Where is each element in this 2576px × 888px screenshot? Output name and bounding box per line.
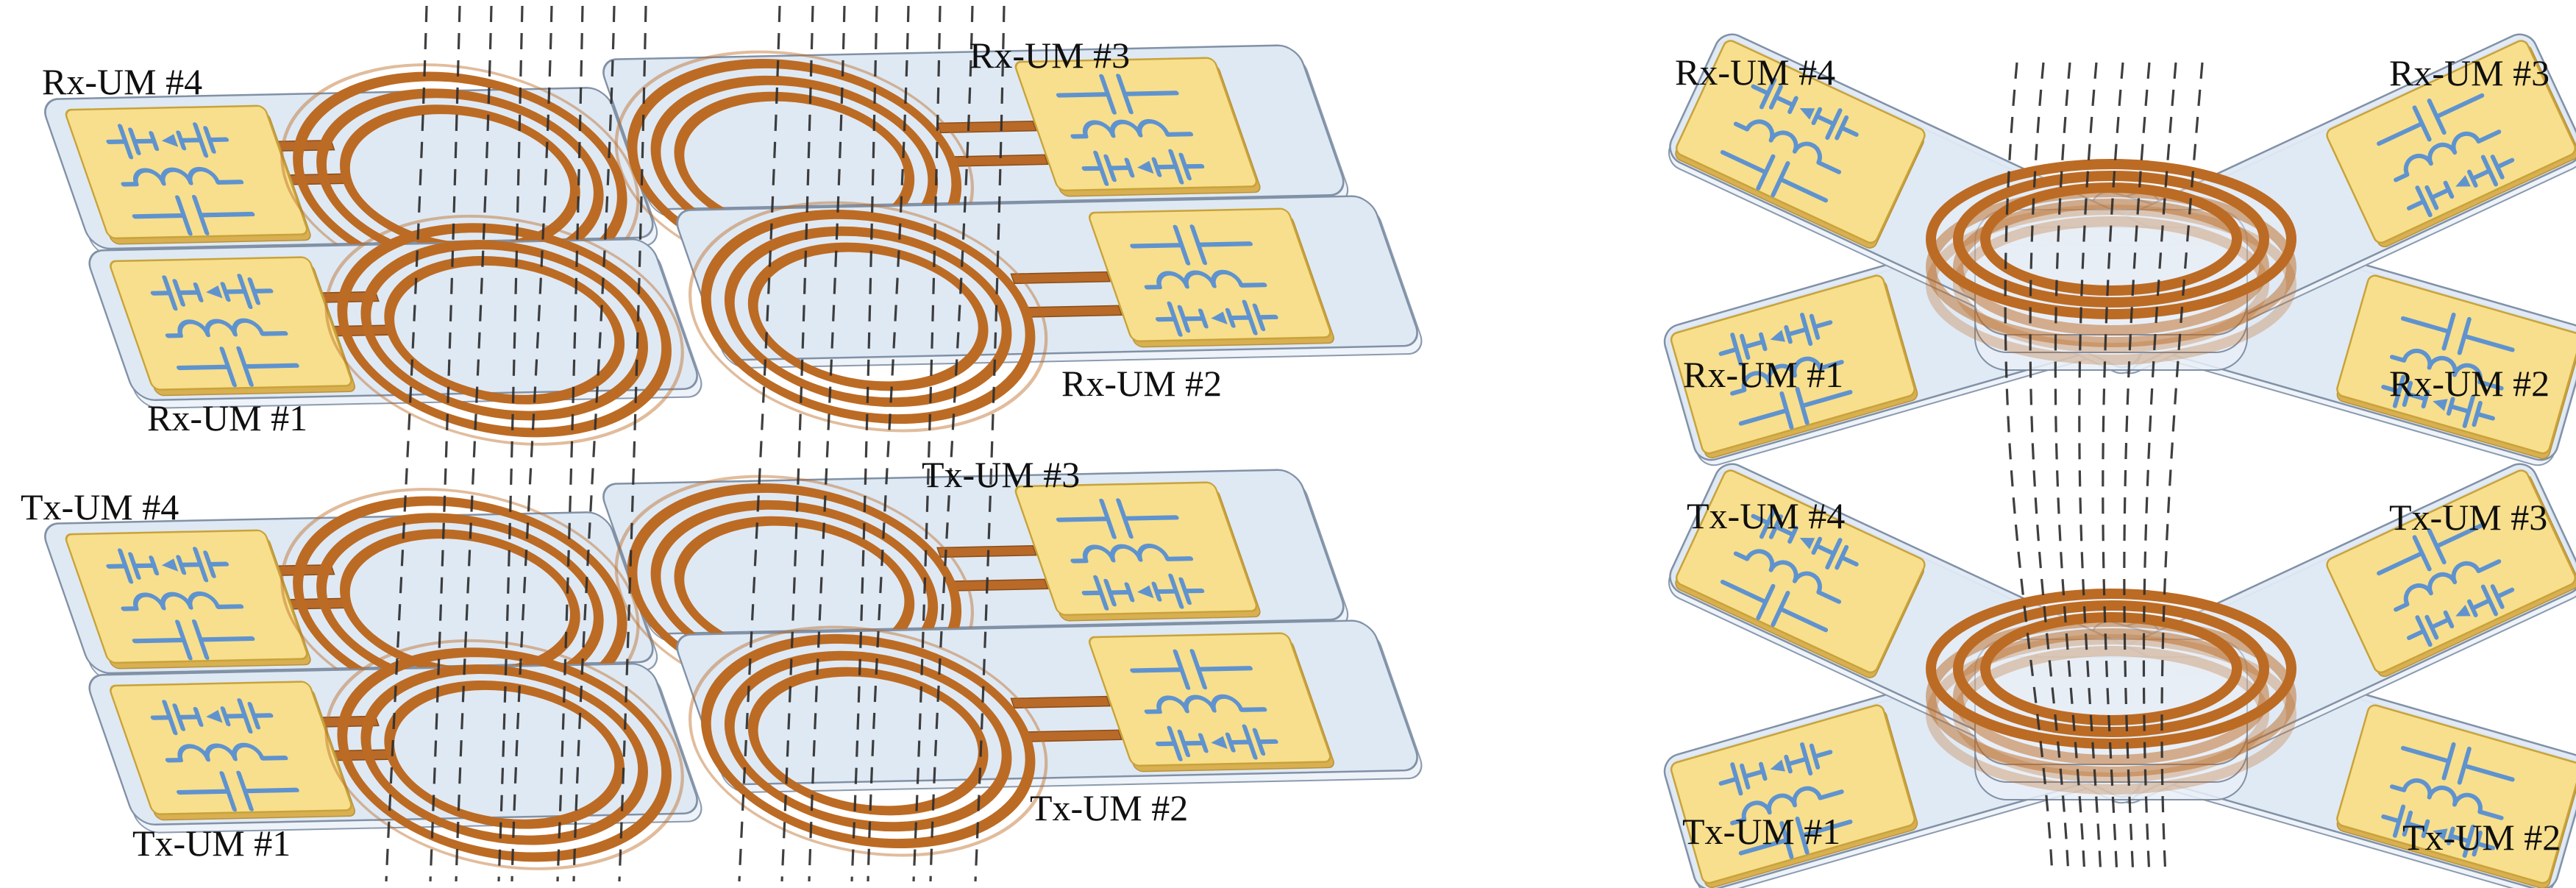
- label-rx-um-4: Rx-UM #4: [42, 61, 202, 102]
- figure-right-pinwheel: Rx-UM #4 Rx-UM #3 Rx-UM #1 Rx-UM #2 Tx-U…: [1660, 29, 2576, 888]
- label-rx-um-2: Rx-UM #2: [2389, 363, 2550, 404]
- rx-central-coil: [1931, 164, 2291, 370]
- figure-left-labels: Rx-UM #4 Rx-UM #3 Rx-UM #1 Rx-UM #2 Tx-U…: [21, 35, 1222, 864]
- flux-lines-center: [2004, 62, 2204, 876]
- flux-lines-left-column: [385, 5, 647, 882]
- figure-left-array: Rx-UM #4 Rx-UM #3 Rx-UM #1 Rx-UM #2 Tx-U…: [21, 5, 1450, 882]
- rx-layer: [30, 38, 1450, 455]
- label-rx-um-1: Rx-UM #1: [147, 397, 307, 438]
- label-rx-um-4: Rx-UM #4: [1675, 51, 1835, 93]
- label-tx-um-1: Tx-UM #1: [1682, 811, 1840, 852]
- tx-layer: [30, 462, 1450, 879]
- flux-lines-right-column: [738, 5, 1006, 882]
- tx-central-coil: [1931, 594, 2291, 800]
- label-tx-um-2: Tx-UM #2: [1030, 787, 1188, 828]
- label-tx-um-2: Tx-UM #2: [2402, 817, 2561, 858]
- label-rx-um-2: Rx-UM #2: [1061, 363, 1222, 404]
- figure-right-labels: Rx-UM #4 Rx-UM #3 Rx-UM #1 Rx-UM #2 Tx-U…: [1675, 51, 2561, 858]
- label-tx-um-3: Tx-UM #3: [922, 454, 1080, 495]
- label-rx-um-3: Rx-UM #3: [969, 35, 1130, 76]
- label-tx-um-4: Tx-UM #4: [1687, 495, 1845, 536]
- label-rx-um-3: Rx-UM #3: [2389, 52, 2550, 93]
- label-tx-um-4: Tx-UM #4: [21, 486, 179, 528]
- label-tx-um-1: Tx-UM #1: [132, 823, 291, 864]
- rx-um-2-module: [655, 190, 1450, 436]
- label-tx-um-3: Tx-UM #3: [2389, 497, 2547, 538]
- label-rx-um-1: Rx-UM #1: [1683, 354, 1843, 395]
